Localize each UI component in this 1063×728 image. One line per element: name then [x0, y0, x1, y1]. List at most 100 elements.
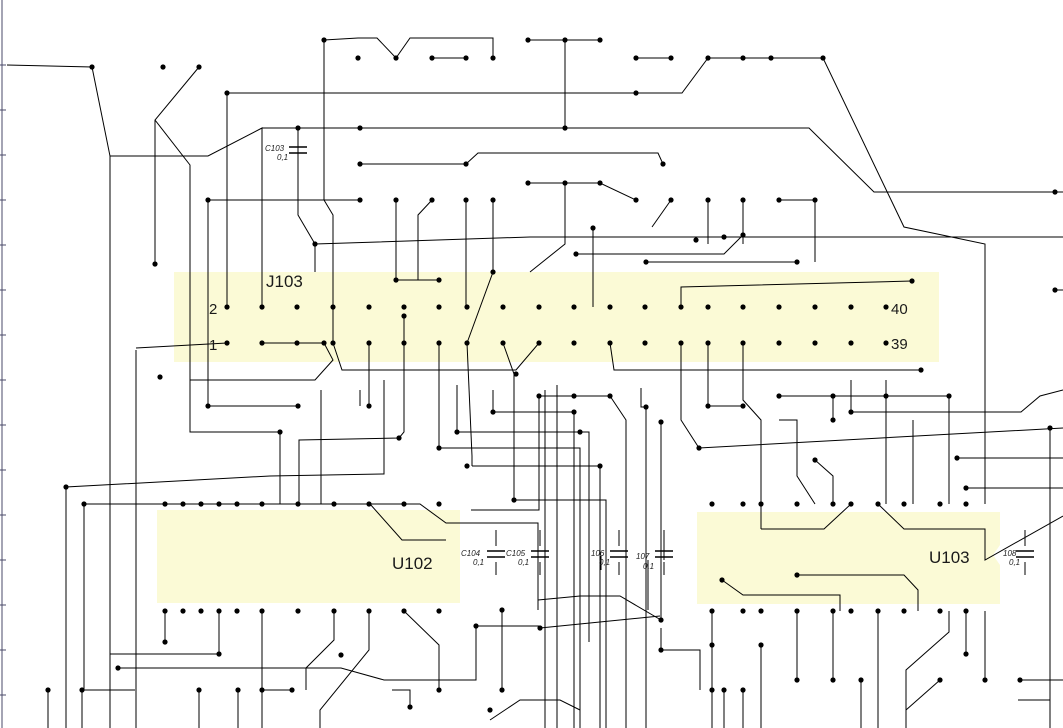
junction-dot	[500, 340, 506, 346]
junction-dot	[205, 403, 211, 409]
junction-dot	[642, 340, 648, 346]
wire	[721, 579, 841, 611]
junction-dot	[658, 419, 664, 425]
junction-dot	[89, 64, 95, 70]
junction-dot	[721, 687, 727, 693]
capacitor-symbols	[289, 146, 1034, 558]
junction-dot	[393, 277, 399, 283]
junction-dot	[709, 687, 715, 693]
wire	[154, 119, 280, 433]
junction-dot	[794, 501, 800, 507]
junction-dot	[355, 55, 361, 61]
junction-dot	[758, 642, 764, 648]
wire	[323, 40, 334, 343]
junction-dot	[321, 37, 327, 43]
junction-dot	[295, 608, 301, 614]
junction-dot	[312, 241, 318, 247]
junction-dot	[660, 161, 666, 167]
junction-dot	[429, 197, 435, 203]
junction-dot	[537, 625, 543, 631]
junction-dot	[259, 687, 265, 693]
junction-dot	[401, 340, 407, 346]
junction-dot	[758, 501, 764, 507]
junction-dot	[295, 501, 301, 507]
junction-dot	[909, 278, 915, 284]
wire	[779, 419, 816, 505]
junction-dot	[160, 64, 166, 70]
c105-ref-label: C105	[506, 549, 526, 558]
junction-dot	[393, 55, 399, 61]
capacitor-symbol	[487, 550, 505, 558]
junction-dot	[331, 608, 337, 614]
wire	[537, 595, 662, 621]
junction-dot	[963, 501, 969, 507]
u103-ic-body[interactable]	[697, 512, 1000, 604]
wire	[392, 689, 411, 707]
wire	[651, 199, 672, 228]
wire	[305, 611, 335, 690]
c104-ref-label: C104	[461, 549, 481, 558]
wire	[319, 611, 370, 728]
u102-ic-body[interactable]	[157, 510, 460, 603]
junction-dot	[490, 197, 496, 203]
junction-dot	[454, 429, 460, 435]
junction-dot	[830, 608, 836, 614]
wire	[797, 574, 919, 611]
junction-dot	[577, 429, 583, 435]
junction-dot	[198, 501, 204, 507]
junction-dot	[705, 304, 711, 310]
c106-value-label: 0,1	[599, 558, 610, 567]
junction-dot	[436, 277, 442, 283]
junction-dot	[180, 608, 186, 614]
junction-dot	[794, 572, 800, 578]
junction-dot	[658, 617, 664, 623]
junction-dot	[590, 225, 596, 231]
pin-1-label: 1	[209, 337, 217, 354]
junction-dot	[473, 623, 479, 629]
junction-dot	[901, 501, 907, 507]
junction-dot	[463, 161, 469, 167]
junction-dot	[883, 304, 889, 310]
junction-dot	[234, 501, 240, 507]
wire	[323, 37, 494, 59]
junction-dot	[216, 608, 222, 614]
junction-dot	[830, 501, 836, 507]
junction-dot	[794, 677, 800, 683]
junction-dot	[678, 304, 684, 310]
junction-dot	[678, 340, 684, 346]
junction-dot	[357, 197, 363, 203]
junction-dot	[81, 501, 87, 507]
junction-dot	[740, 340, 746, 346]
capacitor-symbol	[1016, 550, 1034, 558]
junction-dot	[812, 457, 818, 463]
junction-dot	[330, 304, 336, 310]
capacitor-symbol	[289, 146, 307, 154]
junction-dot	[499, 687, 505, 693]
wire	[135, 342, 228, 349]
j103-connector-body[interactable]	[174, 272, 939, 362]
junction-dot	[642, 304, 648, 310]
junction-dot	[937, 608, 943, 614]
wire	[190, 342, 334, 381]
junction-dot	[357, 125, 363, 131]
junction-dot	[740, 55, 746, 61]
junction-dot	[776, 393, 782, 399]
junction-dot	[571, 409, 577, 415]
junction-dot	[794, 259, 800, 265]
wire	[439, 447, 581, 728]
junction-dot	[235, 687, 241, 693]
junction-dot	[812, 340, 818, 346]
junction-dot	[573, 251, 579, 257]
junction-dot	[740, 232, 746, 238]
wire	[471, 396, 540, 511]
junction-dot	[500, 304, 506, 310]
junction-dot	[740, 304, 746, 310]
junction-dot	[668, 197, 674, 203]
junction-dot	[464, 304, 470, 310]
capacitor-symbol	[531, 550, 549, 558]
junction-dot	[401, 304, 407, 310]
wire	[6, 64, 111, 728]
junction-dot	[740, 501, 746, 507]
wire	[814, 459, 834, 504]
